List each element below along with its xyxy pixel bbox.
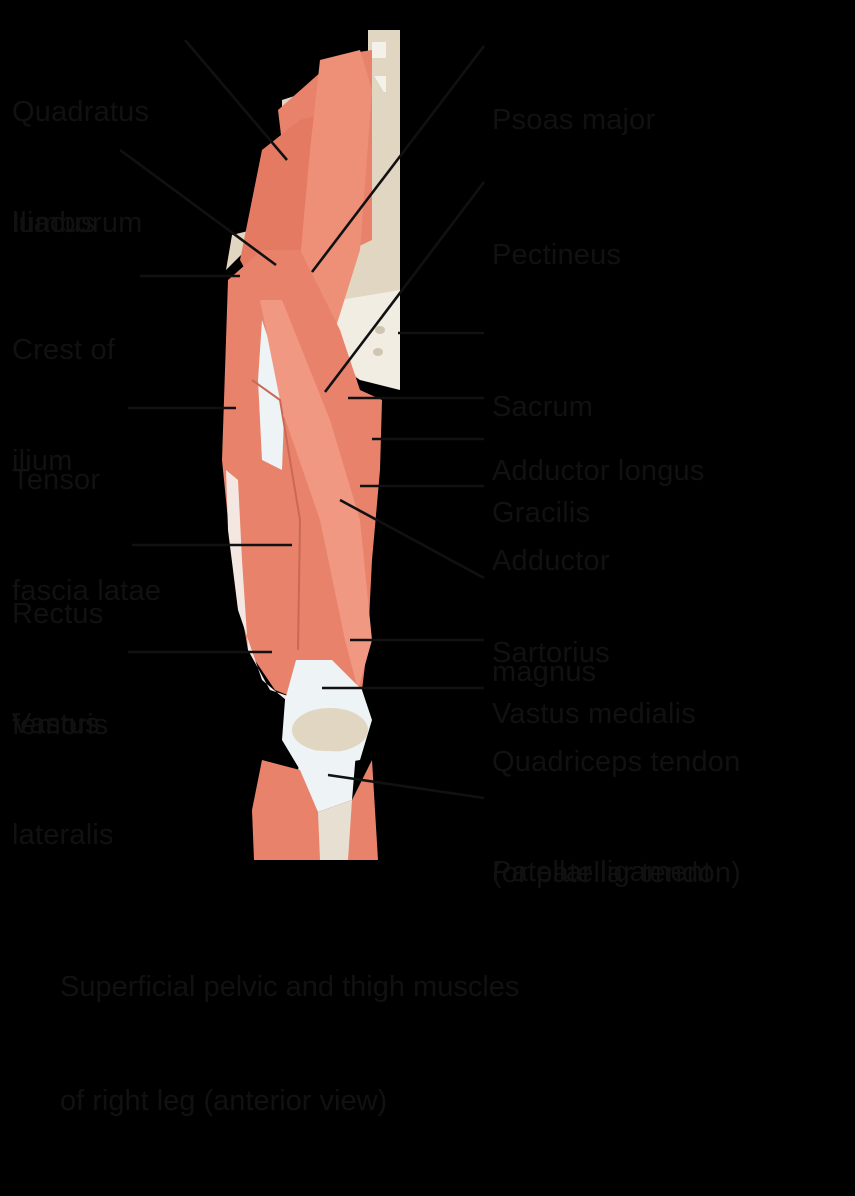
label-rectus-femoris: Rectus femoris — [12, 522, 108, 818]
label-line: magnus — [492, 656, 597, 688]
psoas-muscle — [300, 50, 372, 330]
rectus-femoris-line — [251, 379, 302, 651]
label-line: ilium — [12, 445, 73, 477]
label-line: fascia latae — [12, 575, 162, 607]
label-quadriceps-tendon: Quadriceps tendon (or patellar tendon) — [492, 670, 741, 966]
caption-line-2: of right leg (anterior view) — [60, 1085, 388, 1117]
label-sartorius: Sartorius — [492, 561, 610, 746]
caption-line-1: Superficial pelvic and thigh muscles — [60, 971, 520, 1003]
label-line: Pectineus — [492, 239, 622, 271]
label-line: Patellar ligament — [492, 856, 712, 888]
label-line: Quadratus — [12, 96, 150, 128]
label-line: Vastus medialis — [492, 698, 696, 730]
label-line: lateralis — [12, 819, 114, 851]
label-adductor-magnus: Adductor magnus — [492, 469, 610, 765]
label-psoas-major: Psoas major — [492, 28, 655, 213]
thigh-illustration — [119, 30, 486, 860]
label-vastus-lateralis: Vastus lateralis — [12, 632, 114, 928]
label-line: Sartorius — [492, 637, 610, 669]
label-tensor-fascia-latae: Tensor fascia latae — [12, 388, 161, 684]
label-pectineus: Pectineus — [492, 163, 621, 348]
figure-caption: Superficial pelvic and thigh muscles of … — [60, 892, 519, 1196]
label-crest-of-ilium: Crest of ilium — [12, 258, 115, 554]
sartorius-muscle — [260, 300, 372, 690]
label-line: Vastus — [12, 708, 100, 740]
label-line: Psoas major — [492, 104, 656, 136]
label-line: Iliacus — [12, 207, 96, 239]
diagram-stage: Quadratus lumborum Iliacus Crest of iliu… — [12, 20, 741, 1117]
label-patellar-ligament: Patellar ligament — [492, 780, 711, 965]
patella — [292, 708, 368, 752]
iliotibial-tract — [226, 470, 300, 705]
label-line: (or patellar tendon) — [492, 857, 742, 889]
label-adductor-longus: Adductor longus — [492, 379, 705, 564]
label-vastus-medialis: Vastus medialis — [492, 622, 696, 807]
tibia — [318, 800, 352, 860]
label-line: lumborum — [12, 207, 143, 239]
label-line: Rectus — [12, 598, 104, 630]
label-sacrum: Sacrum — [492, 315, 593, 500]
label-line: Sacrum — [492, 391, 594, 423]
label-line: Adductor longus — [492, 455, 705, 487]
label-gracilis: Gracilis — [492, 421, 590, 606]
label-line: Quadriceps tendon — [492, 746, 741, 778]
label-quadratus-lumborum: Quadratus lumborum — [12, 20, 149, 316]
label-line: femoris — [12, 709, 109, 741]
label-line: Gracilis — [492, 497, 591, 529]
label-line: Crest of — [12, 334, 116, 366]
label-line: Adductor — [492, 545, 610, 577]
label-iliacus: Iliacus — [12, 131, 96, 316]
leader-lines — [119, 39, 486, 800]
label-line: Tensor — [12, 464, 101, 496]
